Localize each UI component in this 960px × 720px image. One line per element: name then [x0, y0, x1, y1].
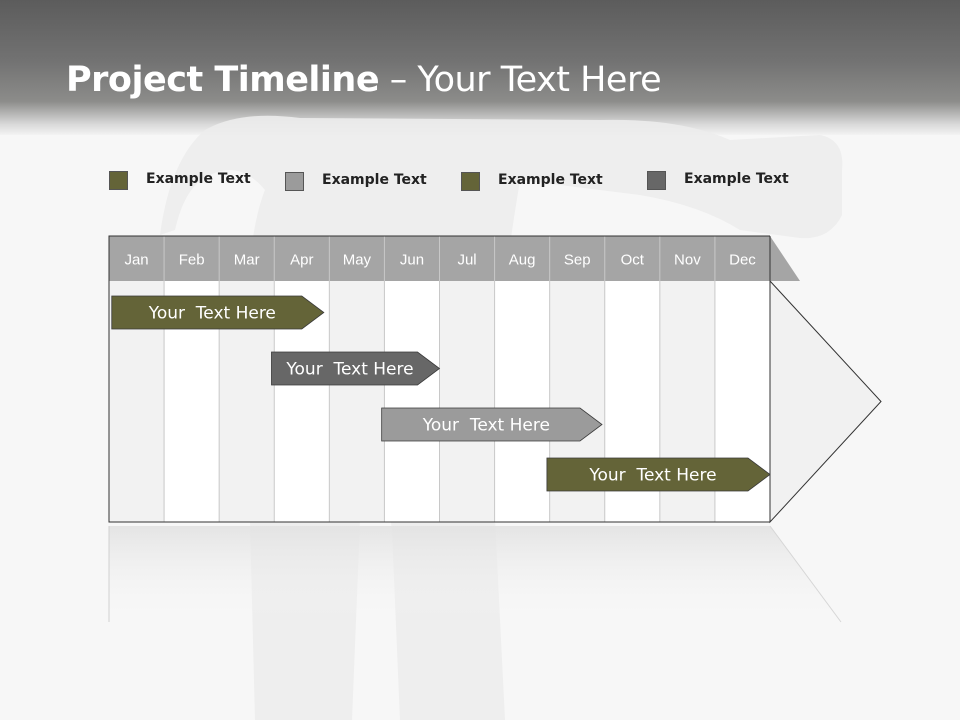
- month-header-cell: [329, 236, 385, 281]
- month-header-cell: [219, 236, 275, 281]
- timeline-reflection: [109, 526, 841, 622]
- legend-label: Example Text: [498, 172, 603, 188]
- legend-swatch: [461, 172, 480, 191]
- month-label: Dec: [729, 252, 756, 269]
- month-label: Apr: [290, 252, 313, 269]
- month-label: May: [343, 252, 372, 269]
- title-main: Project Timeline: [66, 60, 380, 100]
- legend-swatch: [285, 172, 304, 191]
- task-arrow: [271, 351, 441, 386]
- month-header-cell: [494, 236, 550, 281]
- legend-label: Example Text: [146, 171, 251, 187]
- month-column: [329, 281, 385, 522]
- title-subtitle: Your Text Here: [417, 60, 662, 100]
- task-label: Your Text Here: [422, 416, 550, 436]
- timeline-outline: [108, 235, 770, 523]
- month-column: [384, 281, 440, 522]
- legend-swatch: [109, 171, 128, 190]
- header-arrow-tip: [770, 236, 800, 281]
- task-arrow: [381, 407, 603, 442]
- title-separator: –: [379, 60, 418, 100]
- reflection-edge: [769, 525, 842, 623]
- legend-label: Example Text: [684, 171, 789, 187]
- month-label: Oct: [621, 252, 645, 269]
- legend-swatch: [647, 171, 666, 190]
- month-header-cell: [604, 236, 660, 281]
- month-label: Jun: [400, 252, 424, 269]
- task-arrow: [546, 457, 771, 492]
- month-column: [494, 281, 550, 522]
- title-bar: [0, 0, 960, 135]
- month-label: Feb: [179, 252, 205, 269]
- month-header-cell: [164, 236, 220, 281]
- page-title: Project Timeline – Your Text Here: [66, 60, 662, 100]
- month-label: Jan: [124, 252, 148, 269]
- month-header-cell: [109, 236, 165, 281]
- month-label: Nov: [674, 252, 701, 269]
- month-column: [439, 281, 495, 522]
- month-label: Sep: [564, 252, 591, 269]
- task-label: Your Text Here: [148, 304, 276, 324]
- month-label: Jul: [457, 252, 476, 269]
- month-header-cell: [439, 236, 495, 281]
- month-header-cell: [549, 236, 605, 281]
- task-label: Your Text Here: [285, 360, 413, 380]
- month-label: Aug: [509, 252, 536, 269]
- task-arrow: [111, 295, 325, 330]
- month-header-cell: [384, 236, 440, 281]
- legend-label: Example Text: [322, 172, 427, 188]
- month-label: Mar: [234, 252, 260, 269]
- timeline-arrow-head: [769, 279, 882, 524]
- task-label: Your Text Here: [588, 466, 716, 486]
- month-header-cell: [274, 236, 330, 281]
- month-header-cell: [714, 236, 770, 281]
- month-header-cell: [659, 236, 715, 281]
